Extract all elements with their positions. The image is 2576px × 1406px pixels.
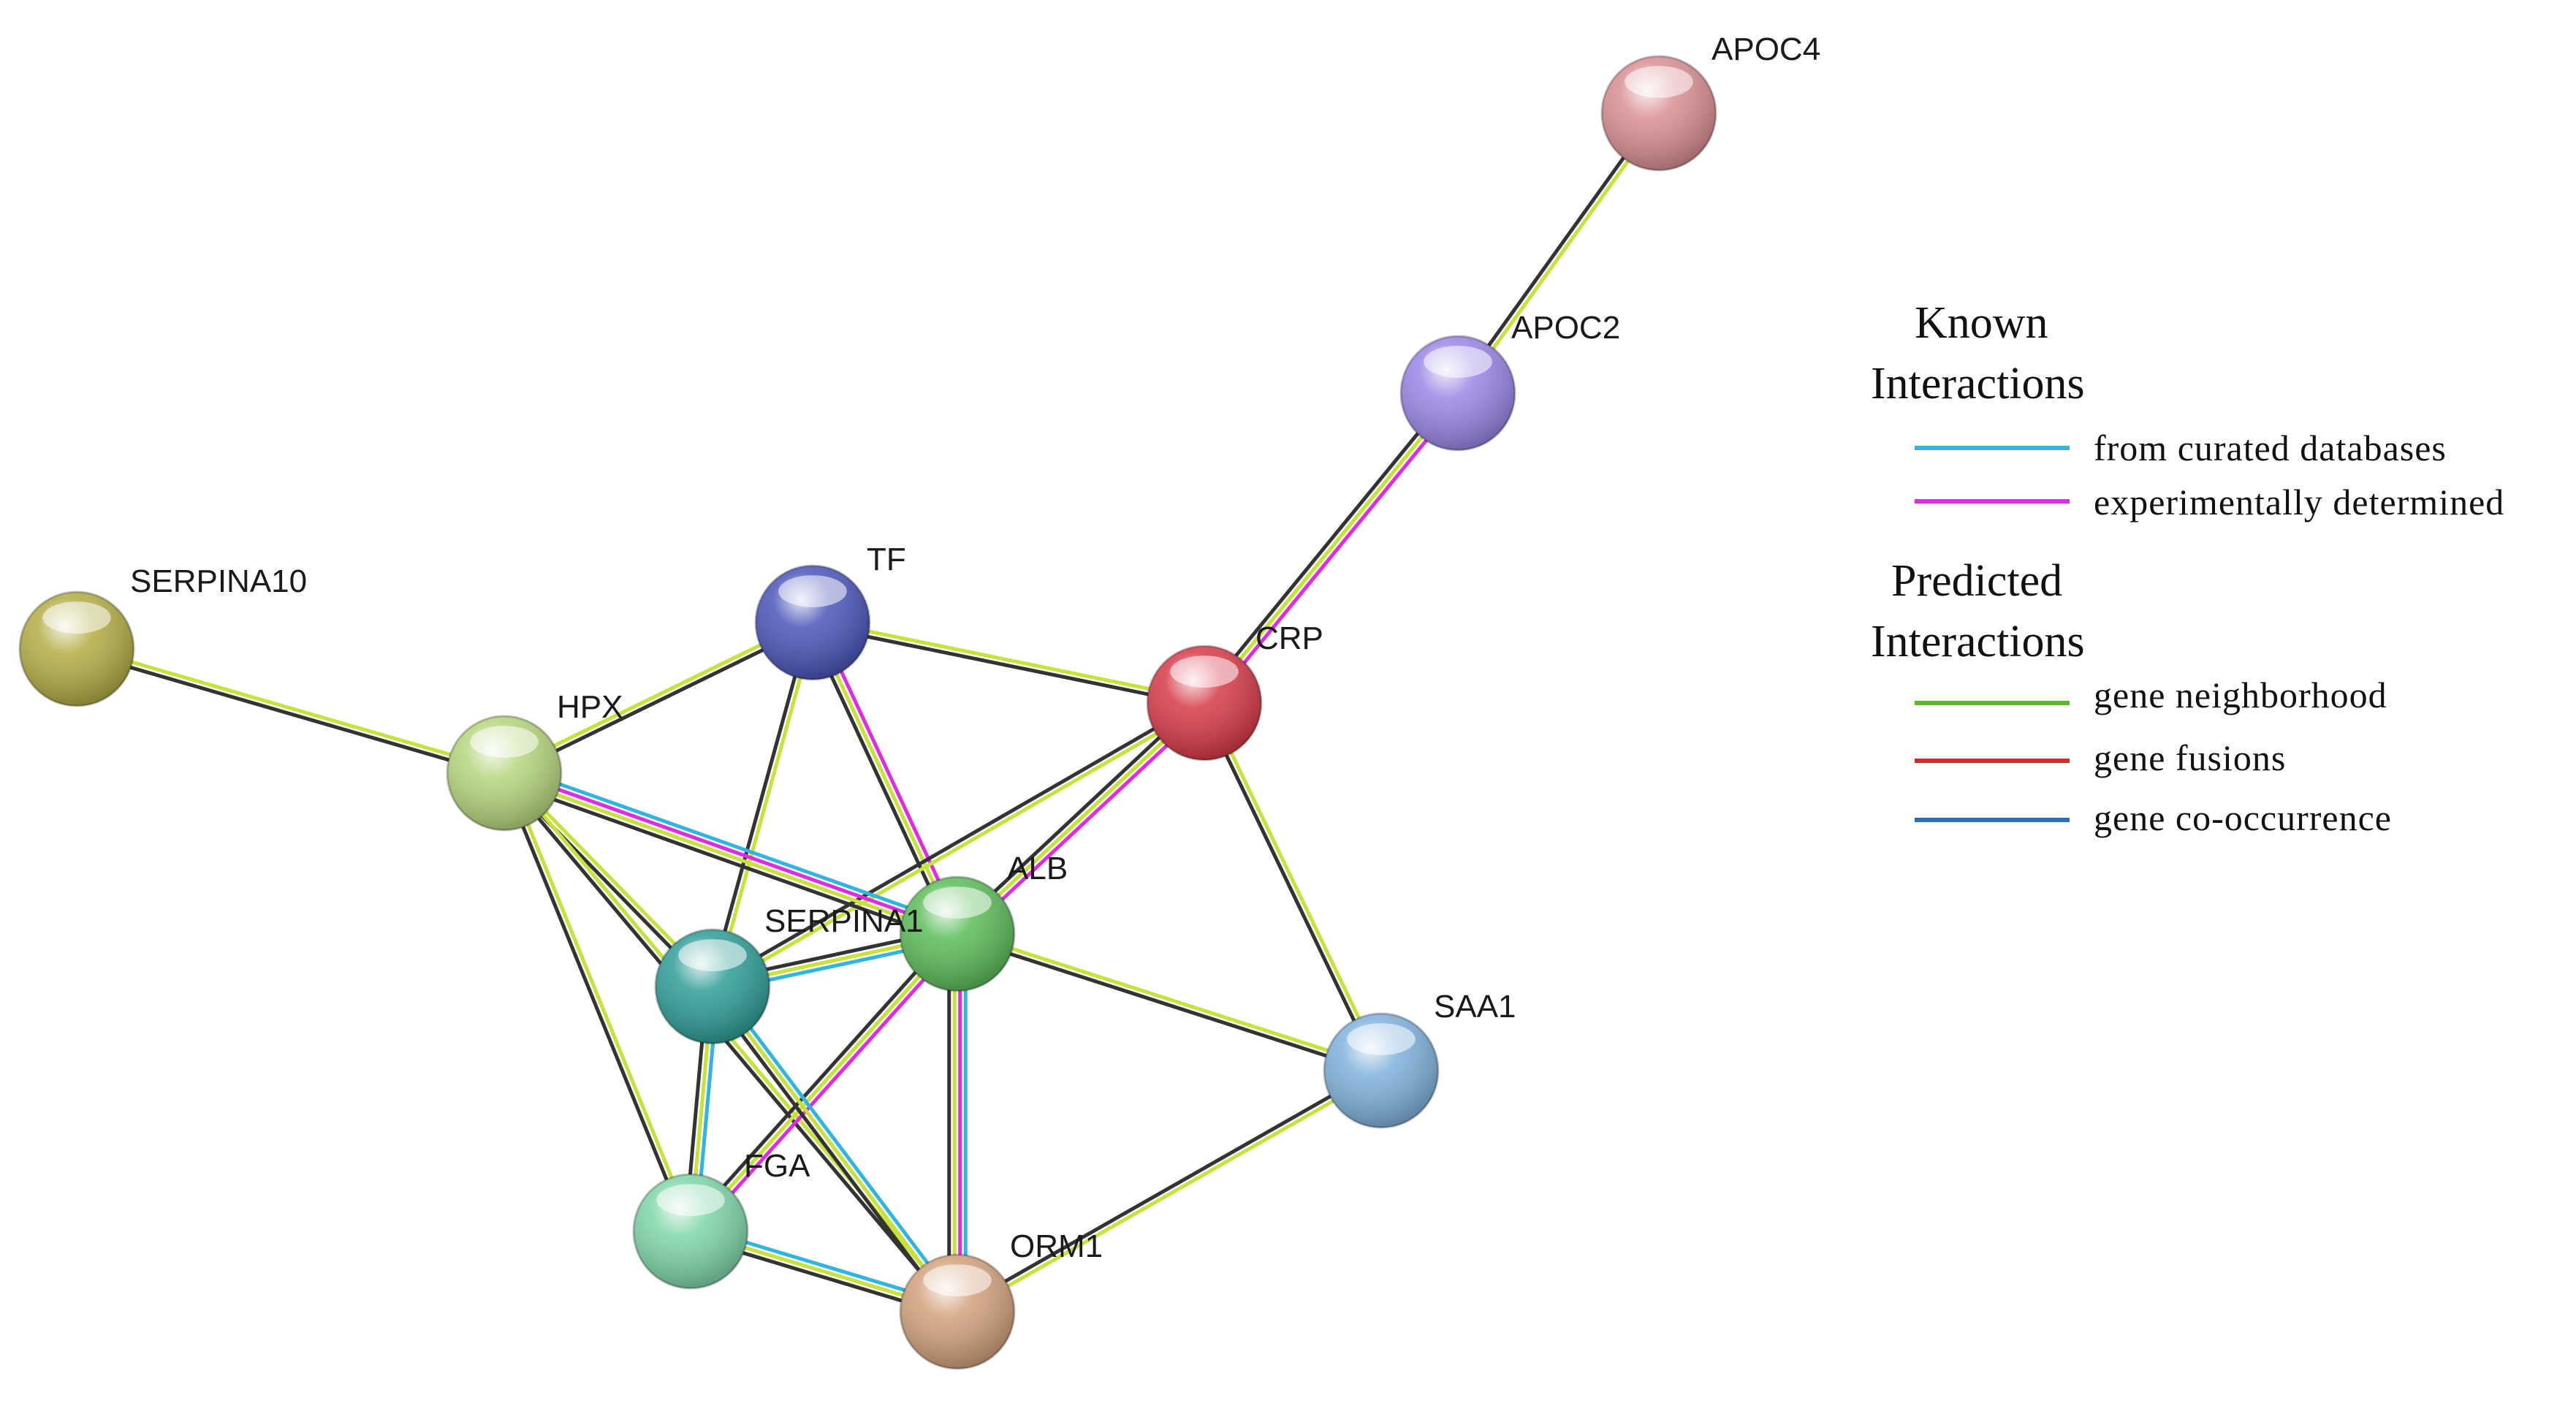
edge-hpx-fga-textmining	[505, 771, 695, 1231]
edge-hpx-tf-textmining	[502, 618, 813, 772]
edge-alb-saa1-textmining	[957, 930, 1383, 1070]
edge-apoc4-apoc2-coexpression	[1454, 110, 1658, 393]
edge-hpx-tf-coexpression	[504, 623, 815, 778]
node-label: FGA	[744, 1148, 810, 1184]
legend-neighborhood-label: gene neighborhood	[2094, 674, 2387, 715]
node-label: APOC2	[1511, 310, 1620, 346]
node-label: SERPINA10	[130, 563, 307, 599]
edge-serpina1-orm1-coexpression	[707, 989, 955, 1317]
edge-tf-crp-coexpression	[811, 623, 1204, 708]
edge-crp-serpina1-textmining	[713, 704, 1207, 991]
edge-hpx-orm1-coexpression	[501, 773, 957, 1315]
legend-predicted-title-line1: Predicted	[1891, 556, 2062, 606]
node-apoc2[interactable]: APOC2	[1399, 310, 1620, 452]
edge-alb-fga-textmining	[689, 932, 959, 1233]
node-highlight	[923, 886, 992, 919]
node-highlight	[1625, 66, 1693, 98]
legend-known-title-line2: Interactions	[1871, 359, 2085, 408]
legend-predicted-title-line2: Interactions	[1871, 617, 2085, 666]
edge-crp-saa1-coexpression	[1200, 703, 1380, 1073]
edge-hpx-alb-curated	[506, 764, 961, 928]
edge-tf-alb-textmining	[810, 621, 960, 935]
edge-hpx-fga-coexpression	[500, 773, 690, 1234]
node-highlight	[1424, 346, 1492, 378]
legend: Known Interactions from curated database…	[1871, 298, 2504, 838]
node-highlight	[778, 575, 847, 607]
edge-serpina10-hpx-textmining	[77, 644, 506, 772]
legend-cooccurrence-label: gene co-occurrence	[2094, 797, 2392, 838]
edge-tf-alb-coexpression	[805, 624, 954, 938]
edge-tf-serpina1-coexpression	[707, 621, 812, 987]
node-label: ORM1	[1010, 1228, 1103, 1264]
legend-fusions-label: gene fusions	[2094, 737, 2286, 778]
edge-apoc2-crp-coexpression	[1198, 388, 1456, 701]
node-tf[interactable]: TF	[754, 542, 906, 681]
node-highlight	[470, 726, 539, 758]
node-highlight	[42, 601, 111, 634]
node-highlight	[923, 1264, 992, 1296]
node-serpina10[interactable]: SERPINA10	[18, 563, 307, 707]
node-hpx[interactable]: HPX	[446, 689, 623, 832]
node-label: SAA1	[1434, 989, 1516, 1025]
edge-tf-crp-textmining	[813, 618, 1206, 702]
node-crp[interactable]: CRP	[1146, 620, 1323, 761]
edge-saa1-orm1-coexpression	[954, 1066, 1381, 1311]
edge-crp-saa1-textmining	[1205, 701, 1386, 1071]
edge-apoc4-apoc2-textmining	[1459, 113, 1663, 396]
edge-crp-serpina1-coexpression	[710, 699, 1204, 986]
legend-known-title-line1: Known	[1915, 298, 2048, 348]
node-apoc4[interactable]: APOC4	[1600, 31, 1820, 172]
node-highlight	[678, 939, 747, 971]
legend-experimental-label: experimentally determined	[2094, 482, 2504, 522]
edge-serpina1-orm1-textmining	[711, 985, 959, 1313]
legend-curated-label: from curated databases	[2094, 428, 2447, 468]
node-label: HPX	[557, 689, 623, 725]
edge-alb-fga-experimental	[693, 936, 963, 1236]
edge-serpina10-hpx-coexpression	[75, 650, 504, 778]
edge-hpx-alb-textmining	[502, 774, 957, 938]
edge-apoc2-crp-experimental	[1207, 395, 1464, 708]
node-label: TF	[867, 542, 906, 577]
node-label: CRP	[1255, 620, 1323, 656]
node-label: SERPINA1	[764, 903, 924, 939]
node-saa1[interactable]: SAA1	[1323, 989, 1516, 1129]
node-fga[interactable]: FGA	[632, 1148, 810, 1290]
edge-saa1-orm1-textmining	[957, 1071, 1384, 1316]
edge-apoc2-crp-textmining	[1203, 392, 1459, 704]
edge-hpx-orm1-textmining	[504, 770, 961, 1312]
node-label: APOC4	[1711, 31, 1820, 67]
node-label: ALB	[1007, 851, 1068, 886]
edge-tf-serpina1-textmining	[713, 623, 818, 988]
node-highlight	[1170, 656, 1239, 688]
edge-tf-alb-experimental	[816, 619, 965, 932]
edges-layer	[75, 110, 1663, 1319]
node-serpina1[interactable]: SERPINA1	[654, 903, 924, 1045]
edge-alb-fga-coexpression	[685, 929, 955, 1229]
edge-alb-saa1-coexpression	[956, 935, 1381, 1075]
edge-serpina1-orm1-curated	[715, 981, 963, 1310]
edge-hpx-alb-experimental	[504, 769, 960, 933]
node-highlight	[1347, 1023, 1416, 1055]
node-highlight	[656, 1184, 725, 1216]
node-orm1[interactable]: ORM1	[899, 1228, 1103, 1370]
edge-hpx-alb-coexpression	[501, 779, 956, 943]
node-alb[interactable]: ALB	[899, 851, 1068, 992]
